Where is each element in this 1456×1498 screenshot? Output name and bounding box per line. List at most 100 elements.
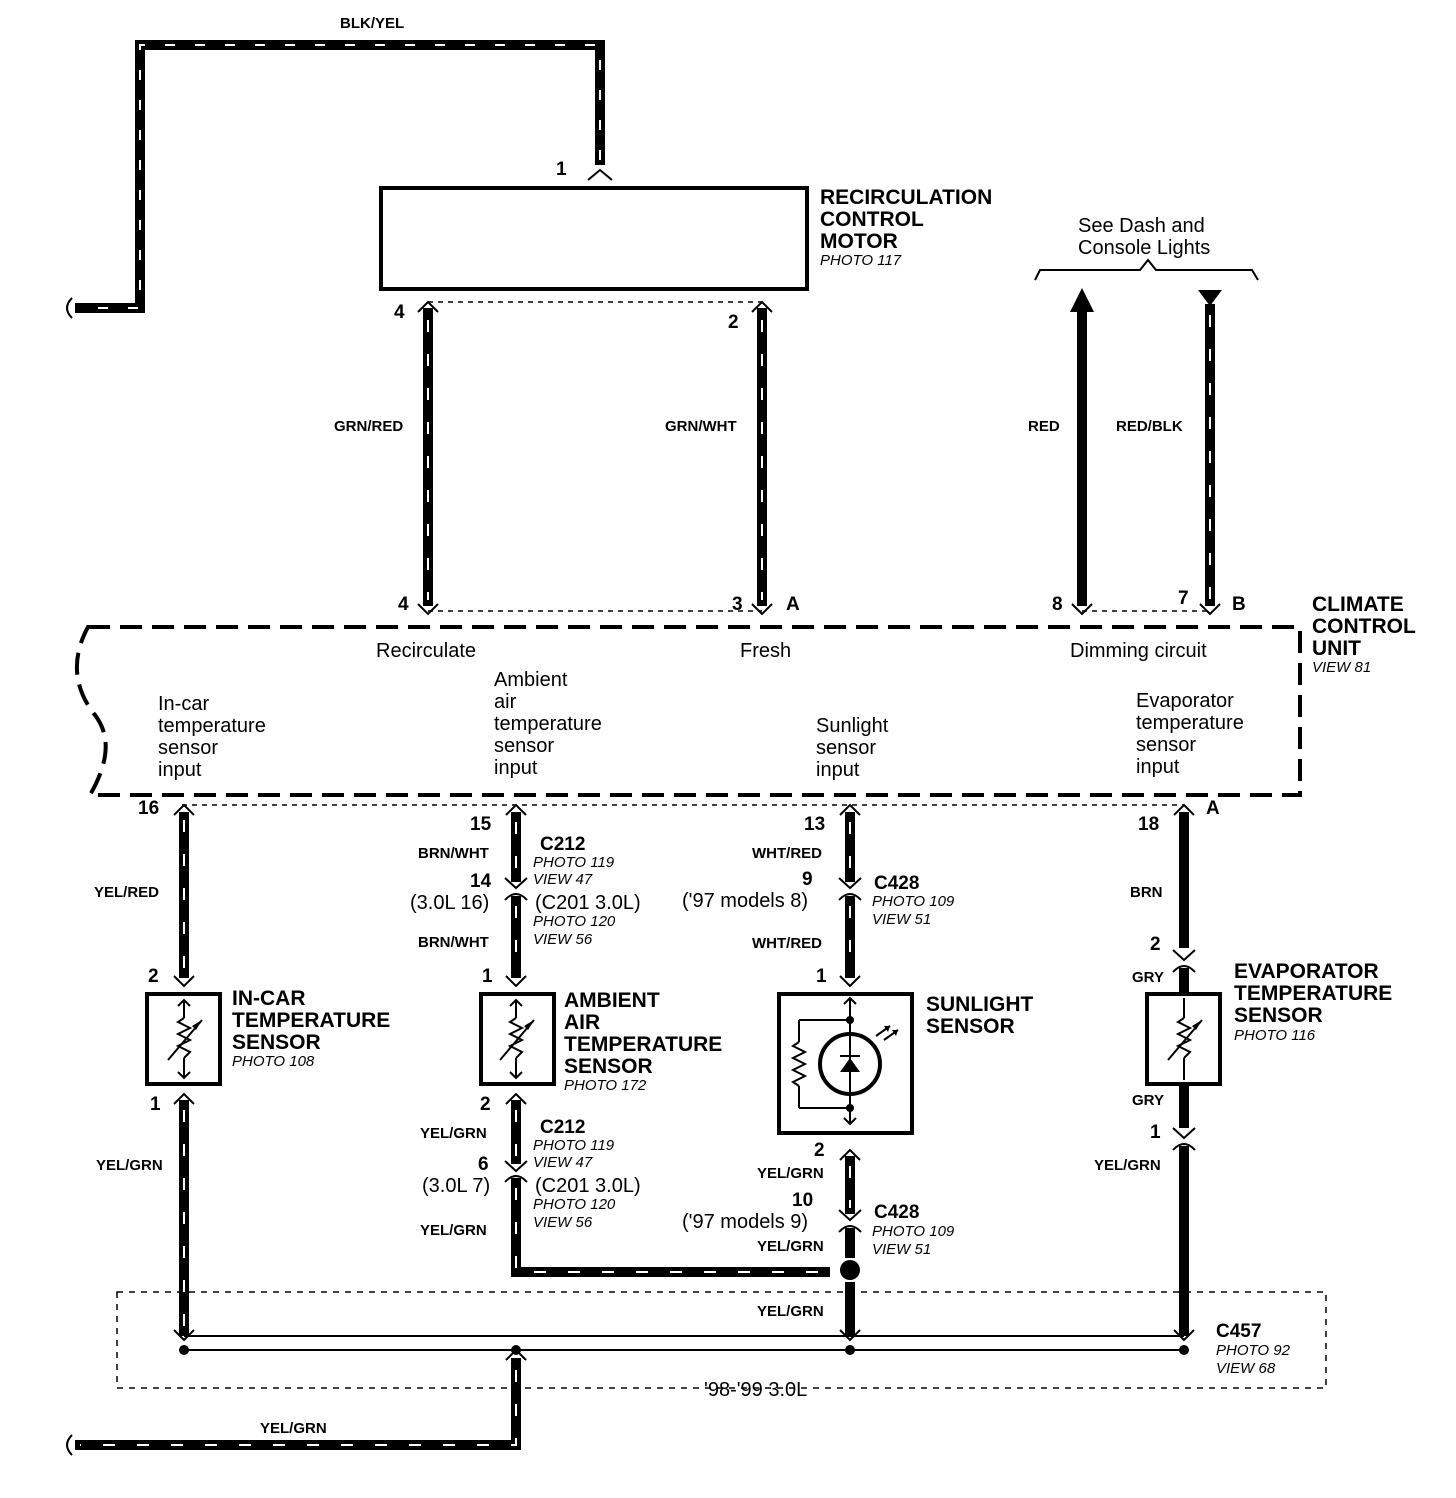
wire-label-blk-yel: BLK/YEL xyxy=(340,15,404,32)
ccu-pin-16: 16 xyxy=(138,798,159,819)
ccu-incar-3: sensor xyxy=(158,737,218,759)
ambient-column: BRN/WHT C212 PHOTO 119 VIEW 47 14 (3.0L … xyxy=(410,803,830,1277)
wire-label-yel-red: YEL/RED xyxy=(94,884,159,901)
ccu-pin-13: 13 xyxy=(804,814,825,835)
ccu-sunlight-2: sensor xyxy=(816,737,876,759)
motor-pin-2: 2 xyxy=(728,312,739,333)
ccu-ambient-2: air xyxy=(494,691,517,713)
ground-wire: YEL/GRN xyxy=(66,1358,521,1456)
arrow-up-icon xyxy=(1070,288,1094,312)
evap-title-3: SENSOR xyxy=(1234,1004,1323,1027)
ccu-pin-3: 3 xyxy=(732,594,743,615)
ccu-evap-3: sensor xyxy=(1136,734,1196,756)
ccu-title-2: CONTROL xyxy=(1312,615,1416,638)
ccu-pin-18: 18 xyxy=(1138,814,1159,835)
photodiode-icon xyxy=(790,996,899,1126)
ambient-title-2: AIR xyxy=(564,1011,600,1034)
ambient-view-56-lower: VIEW 56 xyxy=(533,1214,593,1231)
recirculation-control-motor: 1 RECIRCULATION CONTROL MOTOR PHOTO 117 … xyxy=(379,159,992,333)
ambient-c212-upper: C212 xyxy=(540,834,585,855)
c457-photo: PHOTO 92 xyxy=(1216,1342,1291,1359)
ccu-evap-4: input xyxy=(1136,756,1180,778)
wire-label-amb-yel-grn-lower: YEL/GRN xyxy=(420,1222,487,1239)
sunlight-column: WHT/RED C428 PHOTO 109 VIEW 51 9 ('97 mo… xyxy=(682,803,1034,1342)
wire-label-red: RED xyxy=(1028,418,1060,435)
ambient-pin-2: 2 xyxy=(480,1094,491,1115)
ambient-pin-14: 14 xyxy=(470,871,492,892)
wire-grn-wht: GRN/WHT xyxy=(665,300,773,616)
sunlight-c428-upper: C428 xyxy=(874,873,919,894)
splice-dot xyxy=(840,1260,860,1280)
ccu-ambient-1: Ambient xyxy=(494,669,568,691)
wire-label-red-blk: RED/BLK xyxy=(1116,418,1183,435)
ambient-photo-120-lower: PHOTO 120 xyxy=(533,1196,616,1213)
ambient-c212-lower: C212 xyxy=(540,1117,585,1138)
ambient-view-56-upper: VIEW 56 xyxy=(533,931,593,948)
motor-title-1: RECIRCULATION xyxy=(820,186,992,209)
ambient-title-3: TEMPERATURE xyxy=(564,1033,722,1056)
sunlight-pin-1: 1 xyxy=(816,966,827,987)
ccu-pin-8: 8 xyxy=(1052,594,1063,615)
ccu-sunlight-3: input xyxy=(816,759,860,781)
ccu-pin-4: 4 xyxy=(398,594,409,615)
evap-title-2: TEMPERATURE xyxy=(1234,982,1392,1005)
wire-label-wht-red-lower: WHT/RED xyxy=(752,935,822,952)
wire-label-brn-wht-upper: BRN/WHT xyxy=(418,845,489,862)
sunlight-alt-pin-upper: ('97 models 8) xyxy=(682,890,808,912)
dash-note-1: See Dash and xyxy=(1078,215,1205,237)
wire-label-sun-yel-grn-bottom: YEL/GRN xyxy=(757,1303,824,1320)
ambient-photo: PHOTO 172 xyxy=(564,1077,647,1094)
c457-name: C457 xyxy=(1216,1321,1261,1342)
sunlight-alt-pin-lower: ('97 models 9) xyxy=(682,1211,808,1233)
thermistor-icon xyxy=(1167,998,1203,1080)
motor-title-2: CONTROL xyxy=(820,208,924,231)
wire-label-wht-red-upper: WHT/RED xyxy=(752,845,822,862)
ccu-title-1: CLIMATE xyxy=(1312,593,1404,616)
ambient-view-47-upper: VIEW 47 xyxy=(533,871,593,888)
c457-outline xyxy=(116,1291,1327,1389)
sunlight-view-lower: VIEW 51 xyxy=(872,1241,931,1258)
ccu-pin-7: 7 xyxy=(1178,588,1189,609)
ccu-ambient-3: temperature xyxy=(494,713,602,735)
climate-control-unit: 4 3 A 8 7 B CLIMATE CONTROL UNIT VIEW 81… xyxy=(74,588,1416,835)
ccu-dimming: Dimming circuit xyxy=(1070,640,1207,662)
thermistor-icon xyxy=(167,998,203,1080)
sunlight-pin-9: 9 xyxy=(802,869,813,890)
ccu-ambient-4: sensor xyxy=(494,735,554,757)
ccu-pin-a-top: A xyxy=(786,594,800,615)
dash-lights-reference: See Dash and Console Lights RED RED/BLK xyxy=(1028,215,1259,616)
incar-title-1: IN-CAR xyxy=(232,987,306,1010)
wire-label-brn: BRN xyxy=(1130,884,1163,901)
ccu-title-3: UNIT xyxy=(1312,637,1361,660)
ccu-outline xyxy=(74,625,1302,797)
ccu-ambient-5: input xyxy=(494,757,538,779)
incar-title-2: TEMPERATURE xyxy=(232,1009,390,1032)
incar-pin-2: 2 xyxy=(148,966,159,987)
wire-label-ground-yel-grn: YEL/GRN xyxy=(260,1420,327,1437)
wire-label-amb-yel-grn-upper: YEL/GRN xyxy=(420,1125,487,1142)
motor-photo: PHOTO 117 xyxy=(820,252,902,269)
wire-grn-red: GRN/RED xyxy=(334,300,439,616)
wire-label-brn-wht-lower: BRN/WHT xyxy=(418,934,489,951)
ambient-pin-6: 6 xyxy=(478,1154,489,1175)
ccu-incar-2: temperature xyxy=(158,715,266,737)
ccu-pin-a-bottom: A xyxy=(1206,798,1220,819)
ccu-recirculate: Recirculate xyxy=(376,640,476,662)
ambient-photo-119-upper: PHOTO 119 xyxy=(533,854,615,871)
ambient-alt-pin-lower: (3.0L 7) xyxy=(422,1175,490,1197)
wire-label-gry-bottom: GRY xyxy=(1132,1092,1164,1109)
wire-label-grn-red: GRN/RED xyxy=(334,418,403,435)
motor-pin-4: 4 xyxy=(394,302,405,323)
sunlight-sensor-box xyxy=(777,992,914,1135)
evap-title-1: EVAPORATOR xyxy=(1234,960,1379,983)
ccu-fresh: Fresh xyxy=(740,640,791,662)
ambient-view-47-lower: VIEW 47 xyxy=(533,1154,593,1171)
ccu-incar-1: In-car xyxy=(158,693,209,715)
wire-label-grn-wht: GRN/WHT xyxy=(665,418,737,435)
c457-connector: C457 PHOTO 92 VIEW 68 '98-'99 3.0L xyxy=(116,1291,1327,1401)
ambient-photo-119-lower: PHOTO 119 xyxy=(533,1137,615,1154)
ccu-evap-2: temperature xyxy=(1136,712,1244,734)
ambient-title-1: AMBIENT xyxy=(564,989,660,1012)
sunlight-photo-lower: PHOTO 109 xyxy=(872,1223,955,1240)
